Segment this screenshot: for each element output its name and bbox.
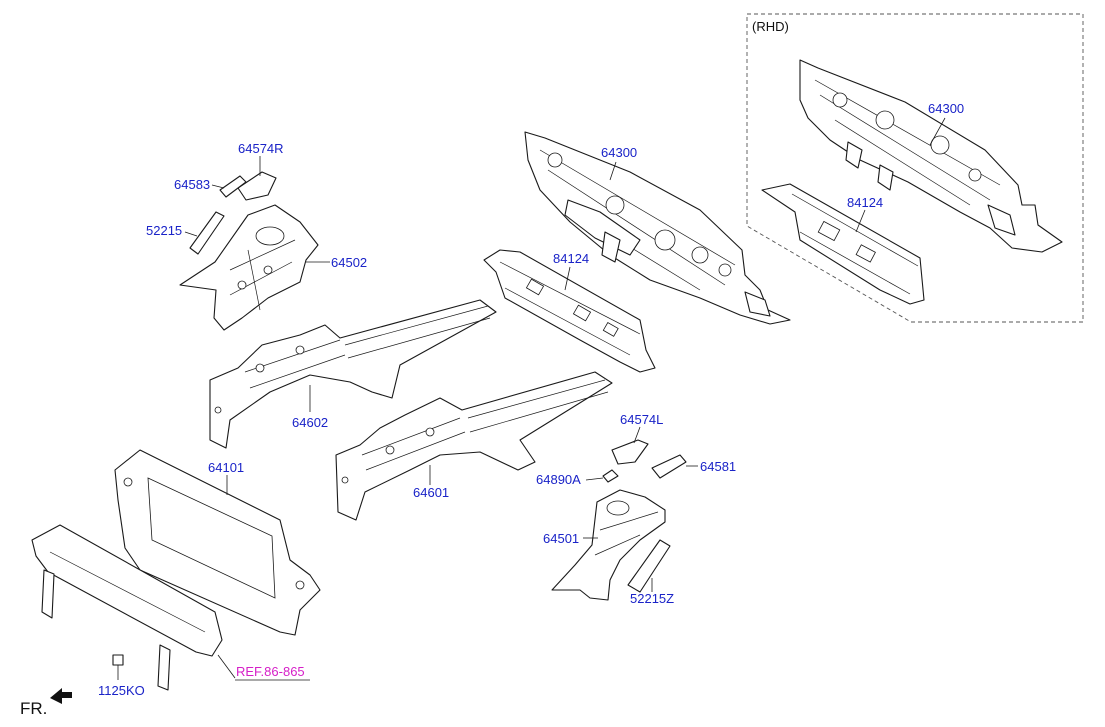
rhd-variant-box: (RHD): [746, 13, 1084, 323]
dash-panel-drawing: [524, 131, 791, 325]
part-label-64300-rhd: 64300: [928, 101, 964, 116]
leader-64300: [609, 161, 617, 181]
apron-rh-bracket-drawing: [237, 171, 277, 201]
part-label-84124: 84124: [553, 251, 589, 266]
apron-lh-bracket-drawing: [611, 439, 649, 465]
apron-rh-pad-drawing: [189, 211, 225, 255]
part-label-52215Z: 52215Z: [630, 591, 674, 606]
cowl-cross-member-drawing: [483, 249, 656, 373]
part-label-64583: 64583: [174, 177, 210, 192]
bolt-icon: [112, 654, 124, 666]
front-label: FR.: [20, 699, 47, 718]
part-label-52215: 52215: [146, 223, 182, 238]
part-label-64581: 64581: [700, 459, 736, 474]
apron-rh-reinforcement-drawing: [219, 175, 247, 198]
apron-rh-drawing: [179, 204, 319, 331]
part-label-64501: 64501: [543, 531, 579, 546]
dash-panel-rhd-drawing: [799, 59, 1063, 253]
part-label-84124-rhd: 84124: [847, 195, 883, 210]
leader-64583: [211, 184, 225, 189]
front-arrow-icon: [50, 688, 72, 704]
part-label-64300: 64300: [601, 145, 637, 160]
leader-64574L: [633, 426, 641, 444]
side-member-lh-drawing: [335, 371, 613, 521]
part-label-64601: 64601: [413, 485, 449, 500]
part-label-64574R: 64574R: [238, 141, 284, 156]
cowl-rhd-drawing: [761, 183, 925, 305]
apron-lh-clip-drawing: [602, 469, 619, 483]
carrier-drawing: [114, 449, 321, 636]
apron-lh-drawing: [551, 489, 666, 601]
part-label-64890A: 64890A: [536, 472, 581, 487]
bumper-beam-drawing: [31, 524, 223, 691]
rhd-label: (RHD): [752, 19, 789, 34]
side-member-rh-drawing: [209, 299, 497, 449]
apron-lh-reinforcement-drawing: [651, 454, 687, 479]
apron-lh-pad-drawing: [627, 539, 671, 593]
part-label-64602: 64602: [292, 415, 328, 430]
leader-52215: [184, 231, 198, 237]
leader-64300-rhd: [929, 117, 946, 146]
part-label-64574L: 64574L: [620, 412, 663, 427]
leader-84124: [564, 266, 571, 291]
reference-leader: [217, 654, 236, 679]
part-label-64502: 64502: [331, 255, 367, 270]
leader-84124-rhd: [855, 209, 866, 233]
part-label-64101: 64101: [208, 460, 244, 475]
reference-label: REF.86-865: [236, 664, 305, 679]
part-label-1125KO: 1125KO: [98, 683, 145, 698]
leader-64890A: [585, 477, 604, 481]
